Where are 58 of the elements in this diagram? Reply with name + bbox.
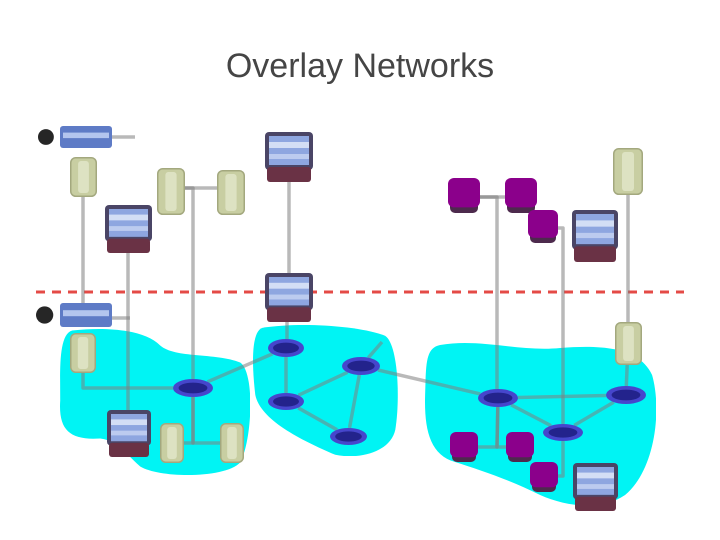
link-line — [510, 403, 552, 428]
server-icon — [70, 157, 97, 197]
server-icon — [217, 170, 245, 215]
host-box — [506, 432, 534, 462]
slide-title: Overlay Networks — [226, 47, 494, 86]
link-line — [191, 397, 220, 445]
link-line — [81, 197, 85, 303]
link-line — [480, 195, 499, 389]
router-icon — [342, 356, 380, 375]
link-line — [518, 394, 606, 400]
server-icon — [160, 422, 184, 463]
router-icon — [606, 386, 646, 404]
laptop-icon — [36, 303, 112, 327]
router-icon — [172, 378, 213, 397]
link-line — [112, 316, 130, 320]
link-line — [558, 226, 565, 424]
computer-icon — [572, 210, 618, 262]
link-line — [558, 441, 565, 478]
network-cloud — [60, 328, 250, 475]
link-line — [126, 253, 130, 410]
router-icon — [542, 424, 583, 441]
host-box — [528, 210, 558, 243]
router-icon — [268, 338, 304, 357]
computer-icon — [105, 205, 152, 253]
link-line — [495, 406, 506, 449]
router-icon — [478, 388, 518, 407]
network-cloud — [252, 325, 398, 456]
computer-icon — [106, 410, 151, 457]
link-line — [298, 370, 348, 397]
server-icon — [615, 322, 642, 365]
computer-icon — [572, 462, 618, 511]
link-line — [297, 406, 338, 432]
laptop-icon — [38, 126, 112, 148]
link-line — [185, 186, 195, 379]
link-line — [81, 373, 173, 390]
server-icon — [613, 148, 643, 195]
server-icon — [220, 422, 244, 463]
computer-icon — [265, 273, 313, 322]
link-line — [285, 322, 289, 339]
link-line — [348, 374, 362, 428]
server-icon — [157, 168, 185, 215]
router-icon — [268, 392, 304, 410]
host-box — [448, 178, 480, 213]
link-line — [573, 400, 615, 427]
link-line — [287, 182, 291, 273]
router-icon — [330, 428, 367, 445]
host-box — [530, 462, 558, 492]
host-box — [450, 432, 478, 462]
host-box — [505, 178, 537, 213]
server-icon — [70, 332, 96, 373]
link-line — [366, 340, 384, 359]
link-line — [624, 364, 629, 386]
link-line — [206, 352, 274, 384]
computer-icon — [265, 132, 313, 182]
link-line — [378, 368, 481, 396]
link-line — [284, 357, 288, 393]
link-line — [626, 195, 630, 322]
link-line — [112, 135, 135, 139]
